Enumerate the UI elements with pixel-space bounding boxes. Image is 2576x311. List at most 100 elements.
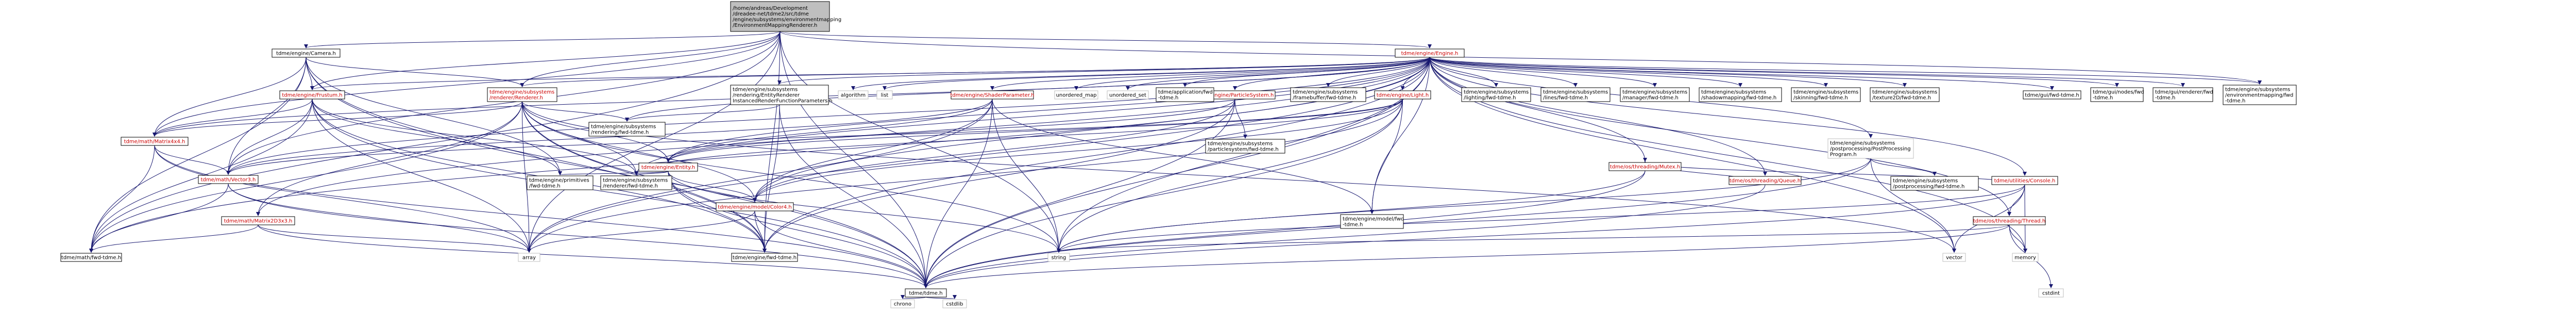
node-chrono: chrono	[890, 299, 915, 308]
edge-engine-to-skinning_fwd	[1429, 57, 1828, 87]
node-envmap-fwd[interactable]: tdme/engine/subsystems/environmentmappin…	[2223, 85, 2297, 105]
node-label: tdme/engine/subsystems	[1872, 90, 1937, 95]
edge-thread-to-string	[1057, 224, 2010, 253]
node-box	[2223, 85, 2297, 105]
node-list: list	[876, 90, 893, 100]
node-algorithm: algorithm	[838, 90, 869, 100]
node-box	[638, 162, 698, 172]
node-light[interactable]: tdme/engine/Light.h	[1374, 90, 1431, 100]
node-lighting-fwd[interactable]: tdme/engine/subsystems/lighting/fwd-tdme…	[1461, 87, 1531, 102]
node-box	[600, 175, 672, 190]
node-entity-renderer[interactable]: tdme/engine/subsystems/rendering/EntityR…	[730, 85, 833, 105]
edge-postprocessing_program-to-string	[1057, 158, 1871, 253]
edge-frustum-to-array	[312, 99, 531, 253]
node-color4[interactable]: tdme/engine/model/Color4.h	[716, 202, 794, 211]
node-box	[1791, 87, 1861, 102]
node-box	[1620, 87, 1690, 102]
node-gui-renderer-fwd[interactable]: tdme/gui/renderer/fwd-tdme.h	[2153, 87, 2213, 102]
node-manager-fwd[interactable]: tdme/engine/subsystems/manager/fwd-tdme.…	[1620, 87, 1690, 102]
edge-engine-to-unordered_map	[1074, 57, 1430, 90]
node-label: tdme/engine/subsystems	[603, 178, 668, 184]
node-label: cstdint	[2042, 291, 2060, 297]
node-vector3[interactable]: tdme/math/Vector3.h	[198, 175, 259, 184]
node-primitives-fwd[interactable]: tdme/engine/primitives/fwd-tdme.h	[527, 175, 594, 190]
node-matrix4x4[interactable]: tdme/math/Matrix4x4.h	[121, 137, 189, 146]
edge-postprocessing_program-to-vector	[1870, 158, 1956, 253]
node-entity[interactable]: tdme/engine/Entity.h	[638, 162, 698, 172]
edge-engine-to-lighting_fwd	[1429, 57, 1498, 87]
node-label: tdme/engine/subsystems	[1622, 90, 1687, 95]
edge-engine_camera-to-renderer_h	[306, 57, 524, 87]
edge-entity-to-primitives_fwd	[558, 171, 669, 175]
node-math-fwd[interactable]: tdme/math/fwd-tdme.h	[60, 253, 122, 262]
graph-nodes: /home/andreas/Development/dreadee-net/td…	[60, 1, 2297, 308]
node-console[interactable]: tdme/utilities/Console.h	[1991, 176, 2058, 185]
node-skinning-fwd[interactable]: tdme/engine/subsystems/skinning/fwd-tdme…	[1791, 87, 1861, 102]
node-texture2d-fwd[interactable]: tdme/engine/subsystems/texture2D/fwd-tdm…	[1870, 87, 1940, 102]
node-label: /manager/fwd-tdme.h	[1622, 95, 1679, 101]
edge-engine-to-shader_parameter	[990, 57, 1430, 90]
node-label: cstdlib	[946, 302, 963, 307]
node-lines-fwd[interactable]: tdme/engine/subsystems/lines/fwd-tdme.h	[1540, 87, 1611, 102]
node-tdme-h[interactable]: tdme/tdme.h	[905, 288, 947, 298]
node-label: list	[881, 93, 889, 99]
node-box	[1047, 253, 1070, 262]
node-label: /dreadee-net/tdme2/src/tdme	[733, 11, 809, 17]
edge-particle_system-to-color4	[753, 99, 1235, 202]
node-shader-parameter[interactable]: tdme/engine/ShaderParameter.h	[950, 90, 1035, 100]
node-box	[279, 90, 345, 100]
edge-engine-to-manager_fwd	[1429, 57, 1657, 87]
node-box	[1054, 90, 1098, 100]
node-matrix2d3x3[interactable]: tdme/math/Matrix2D3x3.h	[221, 216, 295, 225]
node-frustum[interactable]: tdme/engine/Frustum.h	[279, 90, 345, 100]
node-renderer-fwd[interactable]: tdme/engine/subsystems/renderer/fwd-tdme…	[600, 175, 672, 190]
node-application-fwd[interactable]: tdme/application/fwd-tdme.h	[1156, 87, 1214, 102]
node-postprocessing-fwd[interactable]: tdme/engine/subsystems/postprocessing/fw…	[1890, 176, 1979, 191]
node-model-fwd[interactable]: tdme/engine/model/fwd-tdme.h	[1340, 214, 1404, 229]
edge-postprocessing_program-to-postprocessing_fwd	[1870, 158, 1937, 176]
node-gui-fwd[interactable]: tdme/gui/fwd-tdme.h	[2023, 90, 2081, 100]
edge-particle_system-to-engine_fwd	[762, 99, 1235, 253]
node-gui-nodes-fwd[interactable]: tdme/gui/nodes/fwd-tdme.h	[2090, 87, 2144, 102]
node-label: tdme/math/Matrix4x4.h	[124, 139, 185, 145]
node-box	[730, 85, 829, 105]
node-label: string	[1052, 255, 1066, 261]
edge-entity_renderer-to-engine_fwd	[762, 104, 780, 253]
node-engine[interactable]: tdme/engine/Engine.h	[1395, 48, 1465, 58]
node-label: unordered_map	[1056, 93, 1097, 99]
node-box	[1107, 90, 1149, 100]
node-renderer-h[interactable]: tdme/engine/subsystems/renderer/Renderer…	[487, 87, 557, 102]
edge-root-to-renderer_h	[520, 31, 781, 87]
node-engine-camera[interactable]: tdme/engine/Camera.h	[272, 48, 341, 58]
edge-entity-to-renderer_fwd	[634, 171, 669, 175]
node-shadowmapping-fwd[interactable]: tdme/engine/subsystems/shadowmapping/fwd…	[1699, 87, 1782, 102]
node-label: /renderer/Renderer.h	[489, 95, 543, 101]
node-label: tdme/engine/subsystems	[1793, 90, 1858, 95]
node-box	[1540, 87, 1611, 102]
edge-entity-to-tdme_h	[668, 171, 928, 288]
node-particlesystem-fwd[interactable]: tdme/engine/subsystems/particlesystem/fw…	[1205, 139, 1285, 154]
edge-light-to-array	[527, 99, 1403, 253]
node-engine-fwd[interactable]: tdme/engine/fwd-tdme.h	[731, 253, 798, 262]
node-label: /fwd-tdme.h	[529, 184, 561, 189]
node-framebuffer-fwd[interactable]: tdme/engine/subsystems/framebuffer/fwd-t…	[1290, 87, 1366, 102]
node-queue[interactable]: tdme/os/threading/Queue.h	[1728, 176, 1802, 185]
edge-particle_system-to-particlesystem_fwd	[1234, 99, 1247, 139]
node-box	[2038, 288, 2064, 298]
node-label: tdme/gui/nodes/fwd	[2093, 90, 2144, 95]
node-box	[1699, 87, 1782, 102]
node-label: /texture2D/fwd-tdme.h	[1872, 95, 1931, 101]
edge-engine-to-application_fwd	[1183, 57, 1430, 87]
edge-renderer_h-to-math_fwd	[89, 101, 522, 253]
node-thread[interactable]: tdme/os/threading/Thread.h	[1973, 216, 2046, 225]
node-rendering-fwd[interactable]: tdme/engine/subsystems/rendering/fwd-tdm…	[588, 122, 666, 137]
edge-color4-to-array	[527, 210, 755, 253]
node-root: /home/andreas/Development/dreadee-net/td…	[730, 1, 841, 32]
node-box	[876, 90, 893, 100]
node-mutex[interactable]: tdme/os/threading/Mutex.h	[1608, 162, 1682, 171]
node-box	[1340, 214, 1404, 229]
node-box	[121, 137, 189, 146]
node-label: memory	[2014, 255, 2036, 261]
edge-engine-to-console	[1429, 57, 2027, 176]
